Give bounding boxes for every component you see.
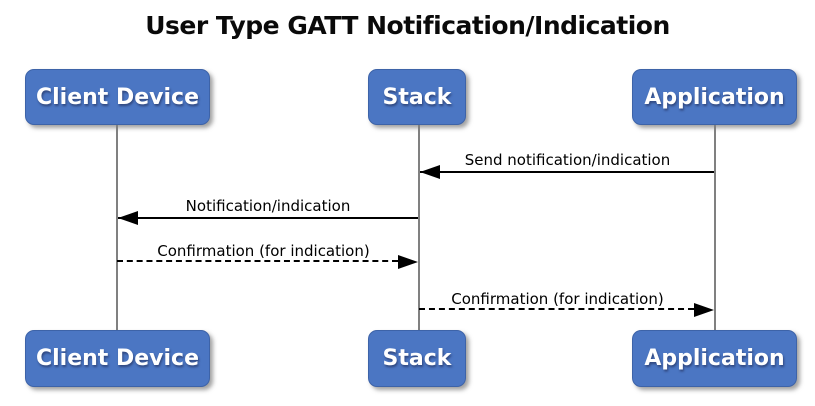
message-label-confirmation-client: Confirmation (for indication) [157,242,370,260]
actor-box-client-device-top: Client Device [25,69,210,125]
actor-label-client-device: Client Device [35,84,199,110]
actor-label-application: Application [644,84,785,110]
message-line-confirmation-client [117,260,398,262]
message-label-confirmation-stack: Confirmation (for indication) [451,290,664,308]
message-line-confirmation-stack [419,308,694,310]
actor-box-application-bottom: Application [632,330,797,387]
arrowhead-left-icon [118,211,138,225]
arrowhead-right-icon [694,303,714,317]
lifeline-client-device [116,125,118,330]
arrowhead-right-icon [398,255,418,269]
actor-box-application-top: Application [632,69,797,125]
message-line-send-notification [420,171,714,173]
actor-label-application: Application [644,346,785,371]
actor-box-client-device-bottom: Client Device [25,330,210,387]
diagram-title: User Type GATT Notification/Indication [145,11,670,40]
message-line-notification [118,217,418,219]
lifeline-application [714,125,716,330]
actor-label-client-device: Client Device [35,346,199,371]
actor-box-stack-top: Stack [368,69,466,125]
actor-label-stack: Stack [382,346,452,371]
actor-label-stack: Stack [382,84,452,110]
message-label-send-notification: Send notification/indication [464,151,671,169]
actor-box-stack-bottom: Stack [368,330,466,387]
lifeline-stack [418,125,420,330]
message-label-notification: Notification/indication [185,197,351,215]
arrowhead-left-icon [420,165,440,179]
